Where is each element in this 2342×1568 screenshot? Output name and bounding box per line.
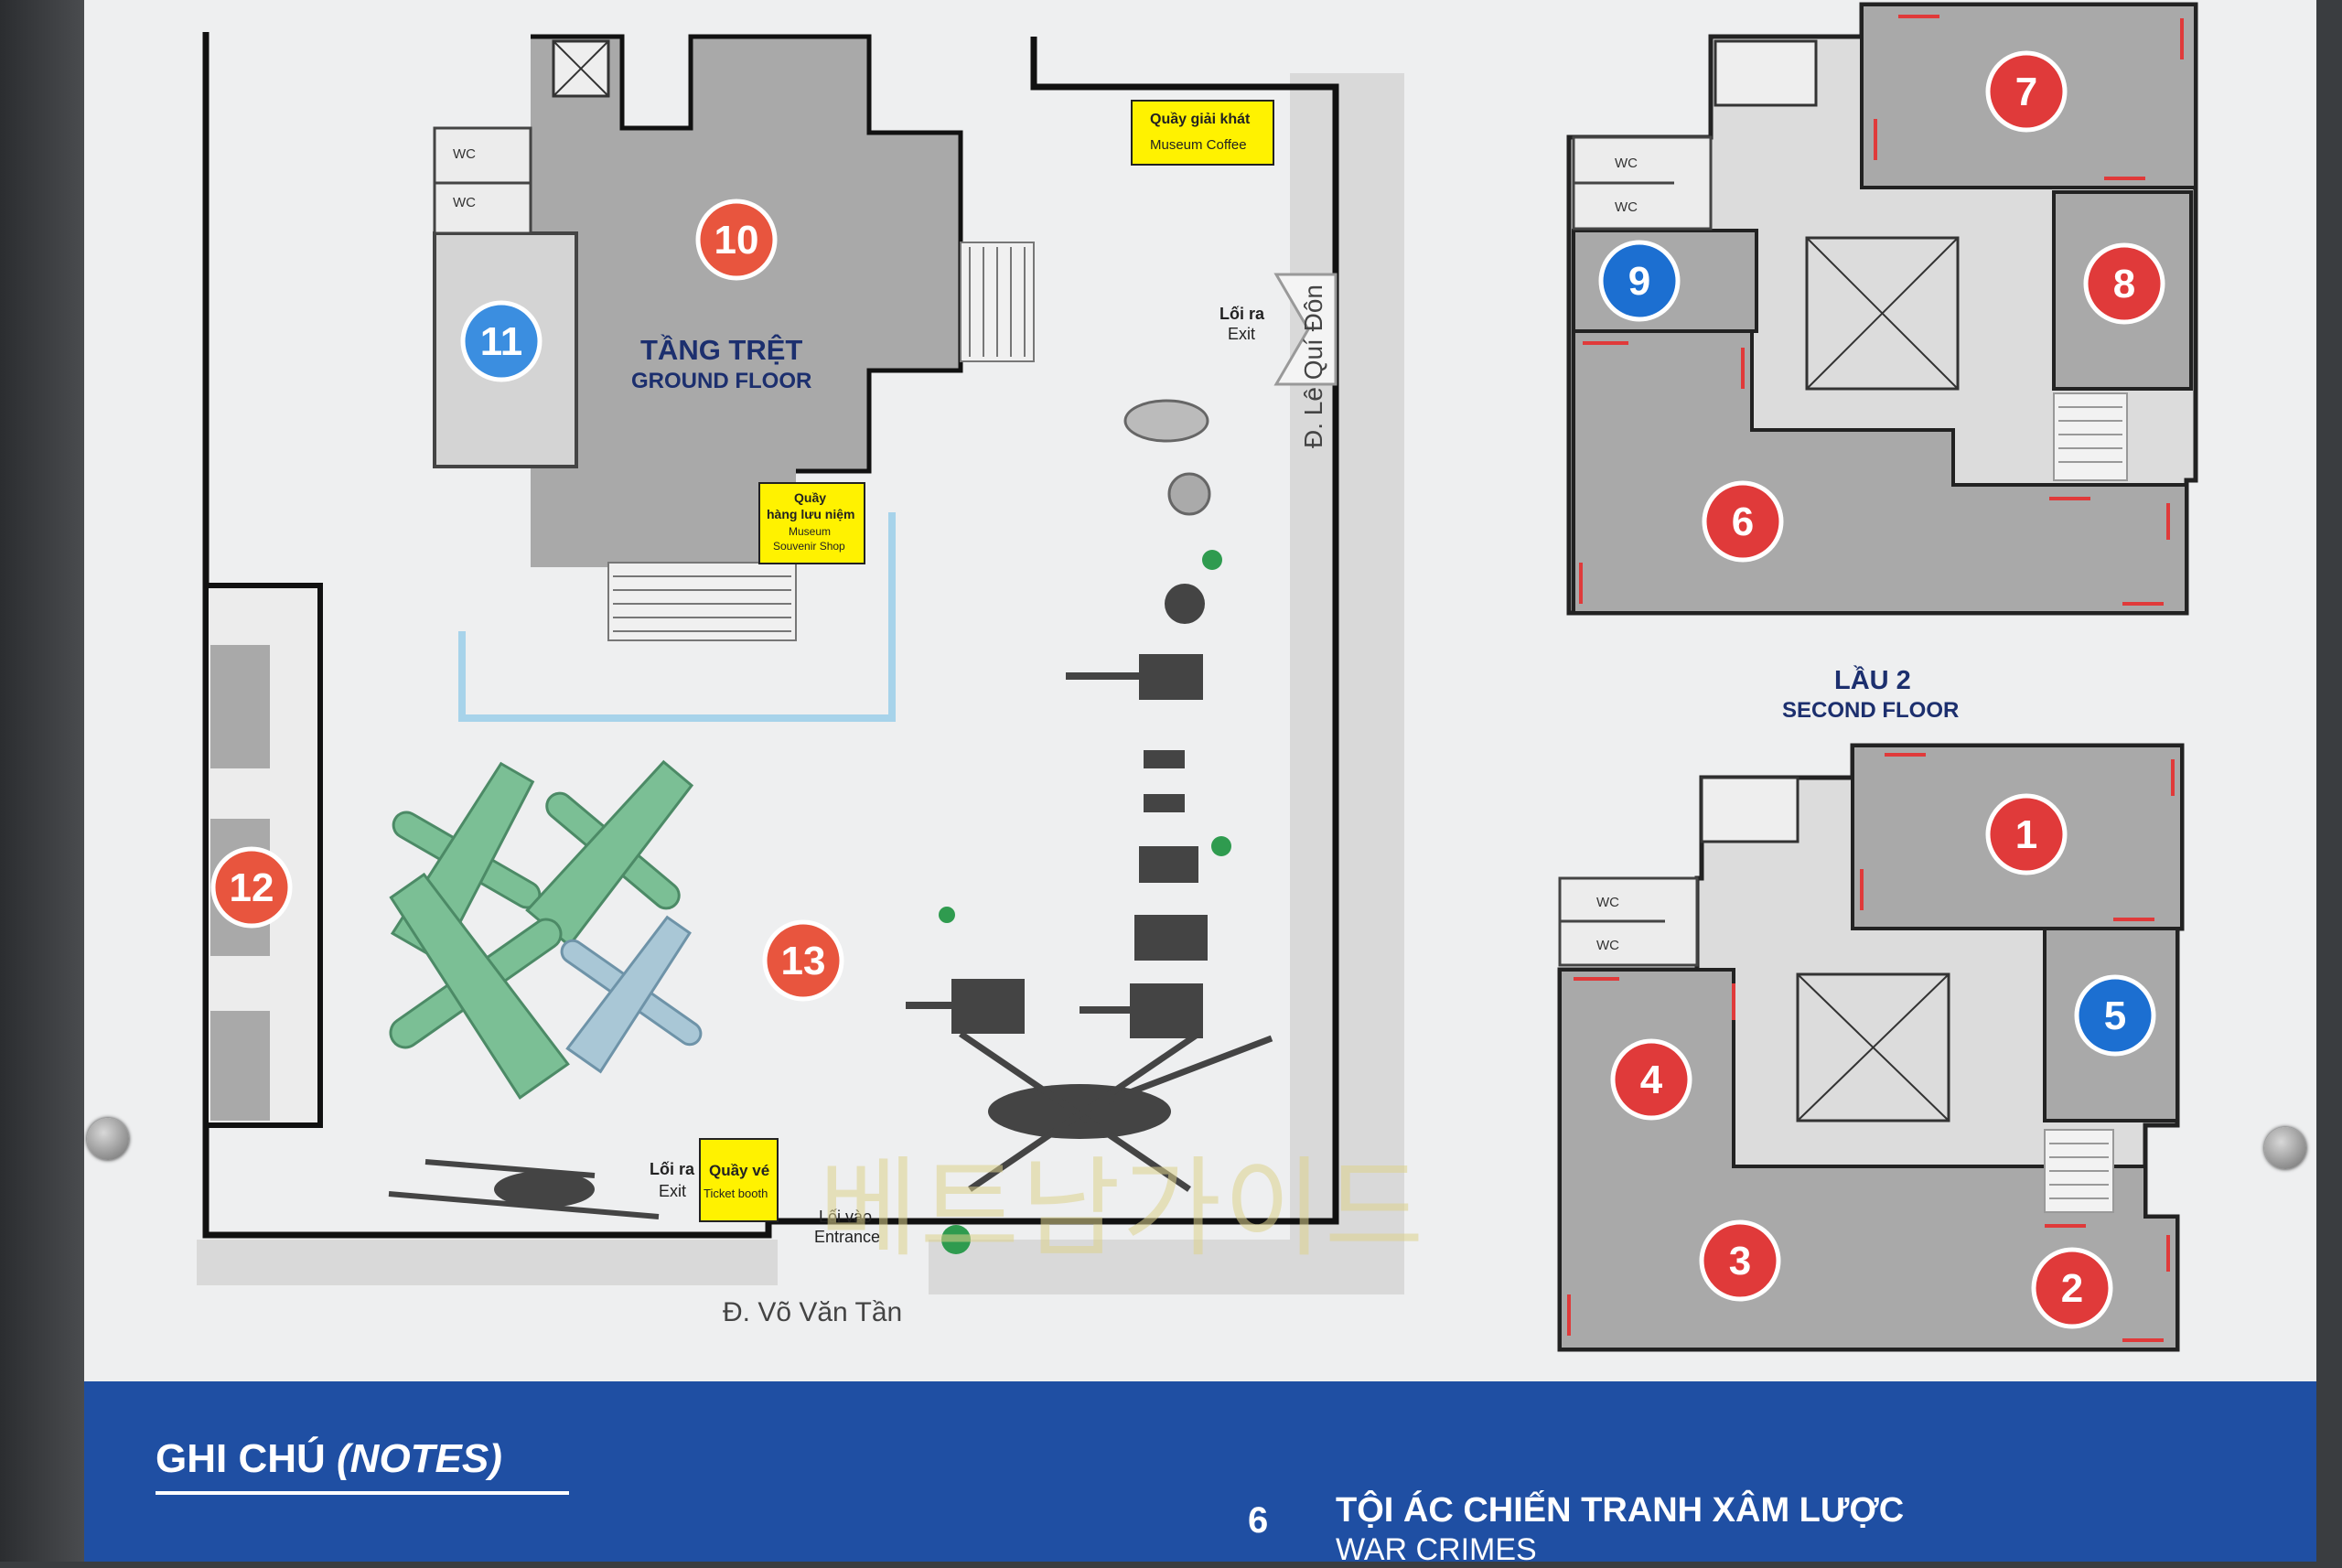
room-10-walls — [531, 34, 963, 474]
street-le-qui-don — [1290, 73, 1404, 1290]
wc-label-third-2: WC — [1615, 199, 1638, 215]
bottom-exit-label-vi: Lối ra — [650, 1160, 695, 1178]
notes-band — [84, 1381, 2316, 1562]
ground-floor-outline — [202, 32, 1339, 1239]
ground-floor-plan — [197, 32, 1404, 1294]
watermark-text: 베트남가이드 — [819, 1149, 1426, 1270]
room-marker-4[interactable]: 4 — [1610, 1038, 1692, 1121]
svg-text:13: 13 — [781, 939, 826, 983]
ground-floor-title-vi: TẦNG TRỆT — [640, 334, 803, 366]
notes-item-vi: TỘI ÁC CHIẾN TRANH XÂM LƯỢC — [1336, 1491, 1905, 1530]
room-marker-2[interactable]: 2 — [2031, 1247, 2113, 1329]
mounting-bolt-right — [2264, 1127, 2306, 1169]
third-floor-flow-arrows — [1579, 15, 2184, 606]
svg-text:6: 6 — [1732, 499, 1754, 544]
entrance-label-vi: Lối vào — [819, 1208, 873, 1226]
notes-title-vi: GHI CHÚ — [156, 1436, 326, 1481]
wc-label-second-1: WC — [1596, 895, 1619, 910]
room-marker-8[interactable]: 8 — [2083, 242, 2165, 325]
svg-text:4: 4 — [1640, 1058, 1663, 1102]
notes-underline — [156, 1491, 569, 1495]
souvenir-box — [758, 482, 865, 564]
ticket-label-vi: Quầy vé — [709, 1162, 770, 1179]
souvenir-label-en-1: Museum — [789, 525, 832, 538]
second-floor-title-vi: LẦU 2 — [1834, 666, 1911, 695]
room-marker-5[interactable]: 5 — [2074, 974, 2156, 1057]
svg-text:5: 5 — [2104, 993, 2126, 1038]
second-floor-elevator — [1700, 776, 1799, 843]
ticket-box — [699, 1138, 779, 1222]
room-marker-13[interactable]: 13 — [762, 919, 844, 1002]
notes-title-en: (NOTES) — [337, 1436, 502, 1481]
second-floor-title-en: SECOND FLOOR — [1782, 698, 1960, 723]
street-vo-van-tan-right — [929, 1240, 1404, 1294]
room-marker-10[interactable]: 10 — [695, 199, 778, 281]
ground-vehicle-exhibits — [388, 399, 1273, 1219]
svg-text:3: 3 — [1729, 1239, 1751, 1283]
water-feature — [458, 512, 896, 722]
room-marker-3[interactable]: 3 — [1699, 1219, 1781, 1302]
right-exit-opening — [1273, 273, 1338, 386]
room-marker-9[interactable]: 9 — [1598, 240, 1681, 322]
souvenir-label-vi-2: hàng lưu niệm — [767, 507, 855, 521]
entrance-label-en: Entrance — [814, 1228, 881, 1246]
tree-icons — [939, 550, 1231, 1254]
street-bottom-label: Đ. Võ Văn Tần — [723, 1297, 903, 1327]
right-exit-label-en: Exit — [1228, 325, 1256, 343]
room-marker-7[interactable]: 7 — [1985, 50, 2068, 133]
souvenir-label-vi-1: Quầy — [794, 490, 827, 505]
room-marker-1[interactable]: 1 — [1985, 793, 2068, 875]
street-right-label: Đ. Lê Quí Đôn — [1299, 285, 1327, 448]
wc-label-ground-2: WC — [453, 195, 476, 210]
wc-label-ground-1: WC — [453, 146, 476, 162]
wc-label-second-2: WC — [1596, 938, 1619, 953]
room-markers: 1 2 3 4 5 6 7 8 9 10 11 12 13 — [210, 50, 2165, 1329]
notes-item-en: WAR CRIMES — [1336, 1532, 1537, 1567]
third-floor-stairs — [2053, 392, 2128, 481]
room-marker-12[interactable]: 12 — [210, 846, 293, 929]
souvenir-label-en-2: Souvenir Shop — [773, 540, 845, 553]
ground-floor-title-en: GROUND FLOOR — [631, 369, 812, 393]
svg-text:7: 7 — [2015, 70, 2037, 114]
svg-text:8: 8 — [2113, 262, 2135, 306]
svg-text:9: 9 — [1628, 259, 1650, 304]
right-exit-label-vi: Lối ra — [1219, 305, 1265, 323]
street-vo-van-tan-left — [197, 1240, 778, 1285]
dark-wall — [0, 0, 84, 1562]
room-marker-11[interactable]: 11 — [460, 300, 543, 382]
svg-text:11: 11 — [480, 319, 523, 364]
svg-text:10: 10 — [714, 218, 759, 263]
svg-text:1: 1 — [2015, 812, 2037, 857]
bottom-exit-label-en: Exit — [659, 1182, 687, 1200]
notes-item-number: 6 — [1248, 1500, 1269, 1541]
coffee-box — [1131, 100, 1274, 166]
ground-wc-block — [433, 126, 532, 235]
coffee-label-en: Museum Coffee — [1150, 137, 1247, 153]
ground-stairs — [607, 242, 1035, 641]
notes-title: GHI CHÚ (NOTES) — [156, 1436, 502, 1482]
second-floor-flow-arrows — [1567, 753, 2175, 1342]
third-floor-elevator — [1714, 39, 1818, 107]
room-marker-6[interactable]: 6 — [1702, 480, 1784, 563]
second-floor-stairs — [2044, 1129, 2114, 1213]
aircraft-exhibits — [389, 759, 703, 1100]
ticket-label-en: Ticket booth — [704, 1187, 768, 1200]
svg-text:2: 2 — [2061, 1266, 2083, 1311]
mounting-bolt-left — [87, 1118, 129, 1160]
svg-text:12: 12 — [230, 865, 274, 910]
coffee-label-vi: Quầy giải khát — [1150, 112, 1251, 127]
wc-label-third-1: WC — [1615, 156, 1638, 171]
